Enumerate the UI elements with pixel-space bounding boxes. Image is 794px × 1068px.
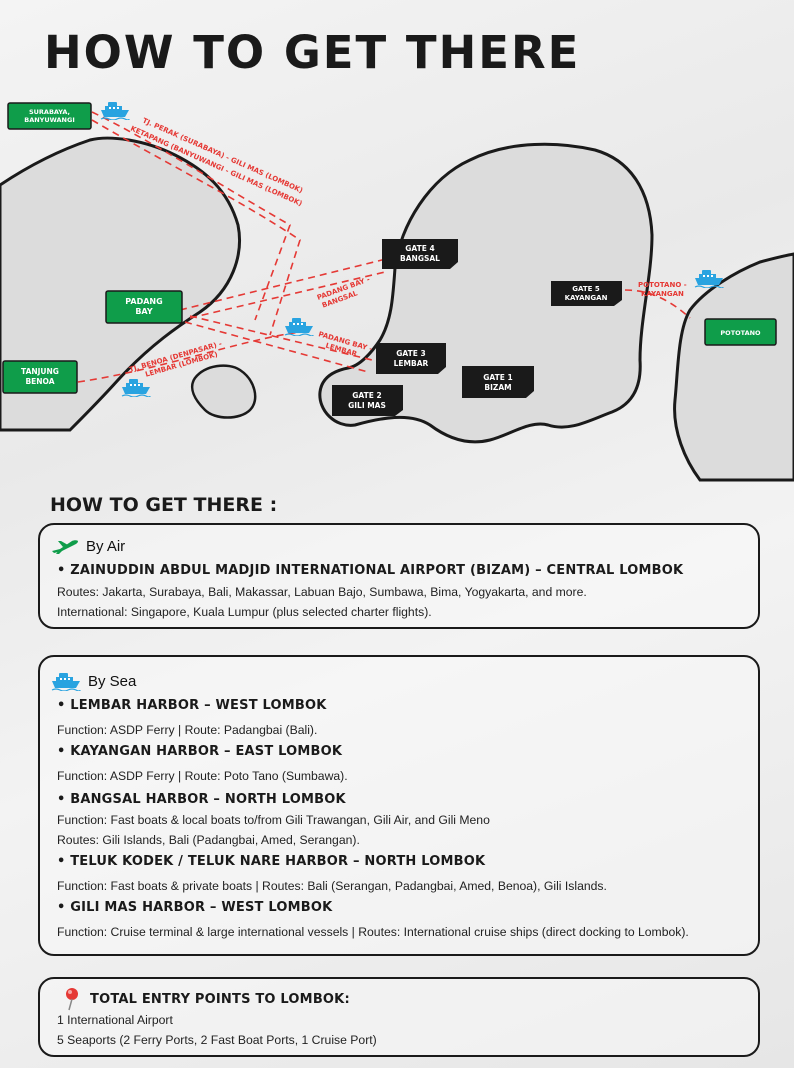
harbor-gili-mas-name: • GILI MAS HARBOR – WEST LOMBOK xyxy=(57,900,333,915)
sumbawa-island xyxy=(673,252,794,482)
harbor-kayangan-line: Function: ASDP Ferry | Route: Poto Tano … xyxy=(57,769,348,783)
total-heading-row: TOTAL ENTRY POINTS TO LOMBOK: xyxy=(64,987,350,1011)
total-section: TOTAL ENTRY POINTS TO LOMBOK: 1 Internat… xyxy=(38,977,760,1057)
bali-island xyxy=(0,136,241,432)
air-routes: Routes: Jakarta, Surabaya, Bali, Makassa… xyxy=(57,585,587,599)
total-line-airport: 1 International Airport xyxy=(57,1013,173,1027)
sea-routes xyxy=(77,111,691,383)
port-pototano: POTOTANO xyxy=(704,318,777,346)
harbor-teluk-kodek-name: • TELUK KODEK / TELUK NARE HARBOR – NORT… xyxy=(57,854,486,869)
airport-name: • ZAINUDDIN ABDUL MADJID INTERNATIONAL A… xyxy=(57,563,684,578)
air-heading-row: By Air xyxy=(50,537,125,555)
section-title: HOW TO GET THERE : xyxy=(50,494,278,516)
harbor-lembar-line: Function: ASDP Ferry | Route: Padangbai … xyxy=(57,723,318,737)
svg-text:SURABAYA,BANYUWANGI: SURABAYA,BANYUWANGI xyxy=(24,108,75,124)
page-title: HOW TO GET THERE xyxy=(44,26,581,79)
harbor-kayangan-name: • KAYANGAN HARBOR – EAST LOMBOK xyxy=(57,744,343,759)
harbor-bangsal-line-2: Routes: Gili Islands, Bali (Padangbai, A… xyxy=(57,833,360,847)
sea-section: By Sea • LEMBAR HARBOR – WEST LOMBOK Fun… xyxy=(38,655,760,956)
harbor-teluk-kodek-line: Function: Fast boats & private boats | R… xyxy=(57,879,607,893)
plane-icon xyxy=(52,540,78,554)
total-line-seaports: 5 Seaports (2 Ferry Ports, 2 Fast Boat P… xyxy=(57,1033,377,1047)
harbor-gili-mas-line: Function: Cruise terminal & large intern… xyxy=(57,925,689,939)
ship-icon xyxy=(100,101,130,120)
air-section: By Air • ZAINUDDIN ABDUL MADJID INTERNAT… xyxy=(38,523,760,629)
svg-text:POTOTANO: POTOTANO xyxy=(720,329,761,337)
harbor-bangsal-line-1: Function: Fast boats & local boats to/fr… xyxy=(57,813,490,827)
route-map: TJ. PERAK (SURABAYA) - GILI MAS (LOMBOK)… xyxy=(0,101,794,482)
sea-heading-row: By Sea xyxy=(50,671,136,691)
total-heading: TOTAL ENTRY POINTS TO LOMBOK: xyxy=(90,991,350,1007)
map-pin-icon xyxy=(66,988,78,1011)
route-label-pototano-kayangan: POTOTANO -KAYANGAN xyxy=(638,281,687,298)
ship-icon xyxy=(121,378,151,397)
port-surabaya-banyuwangi: SURABAYA,BANYUWANGI xyxy=(7,102,92,130)
ship-icon xyxy=(51,672,81,691)
harbor-bangsal-name: • BANGSAL HARBOR – NORTH LOMBOK xyxy=(57,792,346,807)
nusa-penida-island xyxy=(190,364,257,419)
sea-heading: By Sea xyxy=(88,672,137,690)
harbor-lembar-name: • LEMBAR HARBOR – WEST LOMBOK xyxy=(57,698,327,713)
air-international: International: Singapore, Kuala Lumpur (… xyxy=(57,605,432,619)
route-label-padangbay-bangsal: PADANG BAY -BANGSAL xyxy=(316,275,374,310)
air-heading: By Air xyxy=(86,537,126,555)
